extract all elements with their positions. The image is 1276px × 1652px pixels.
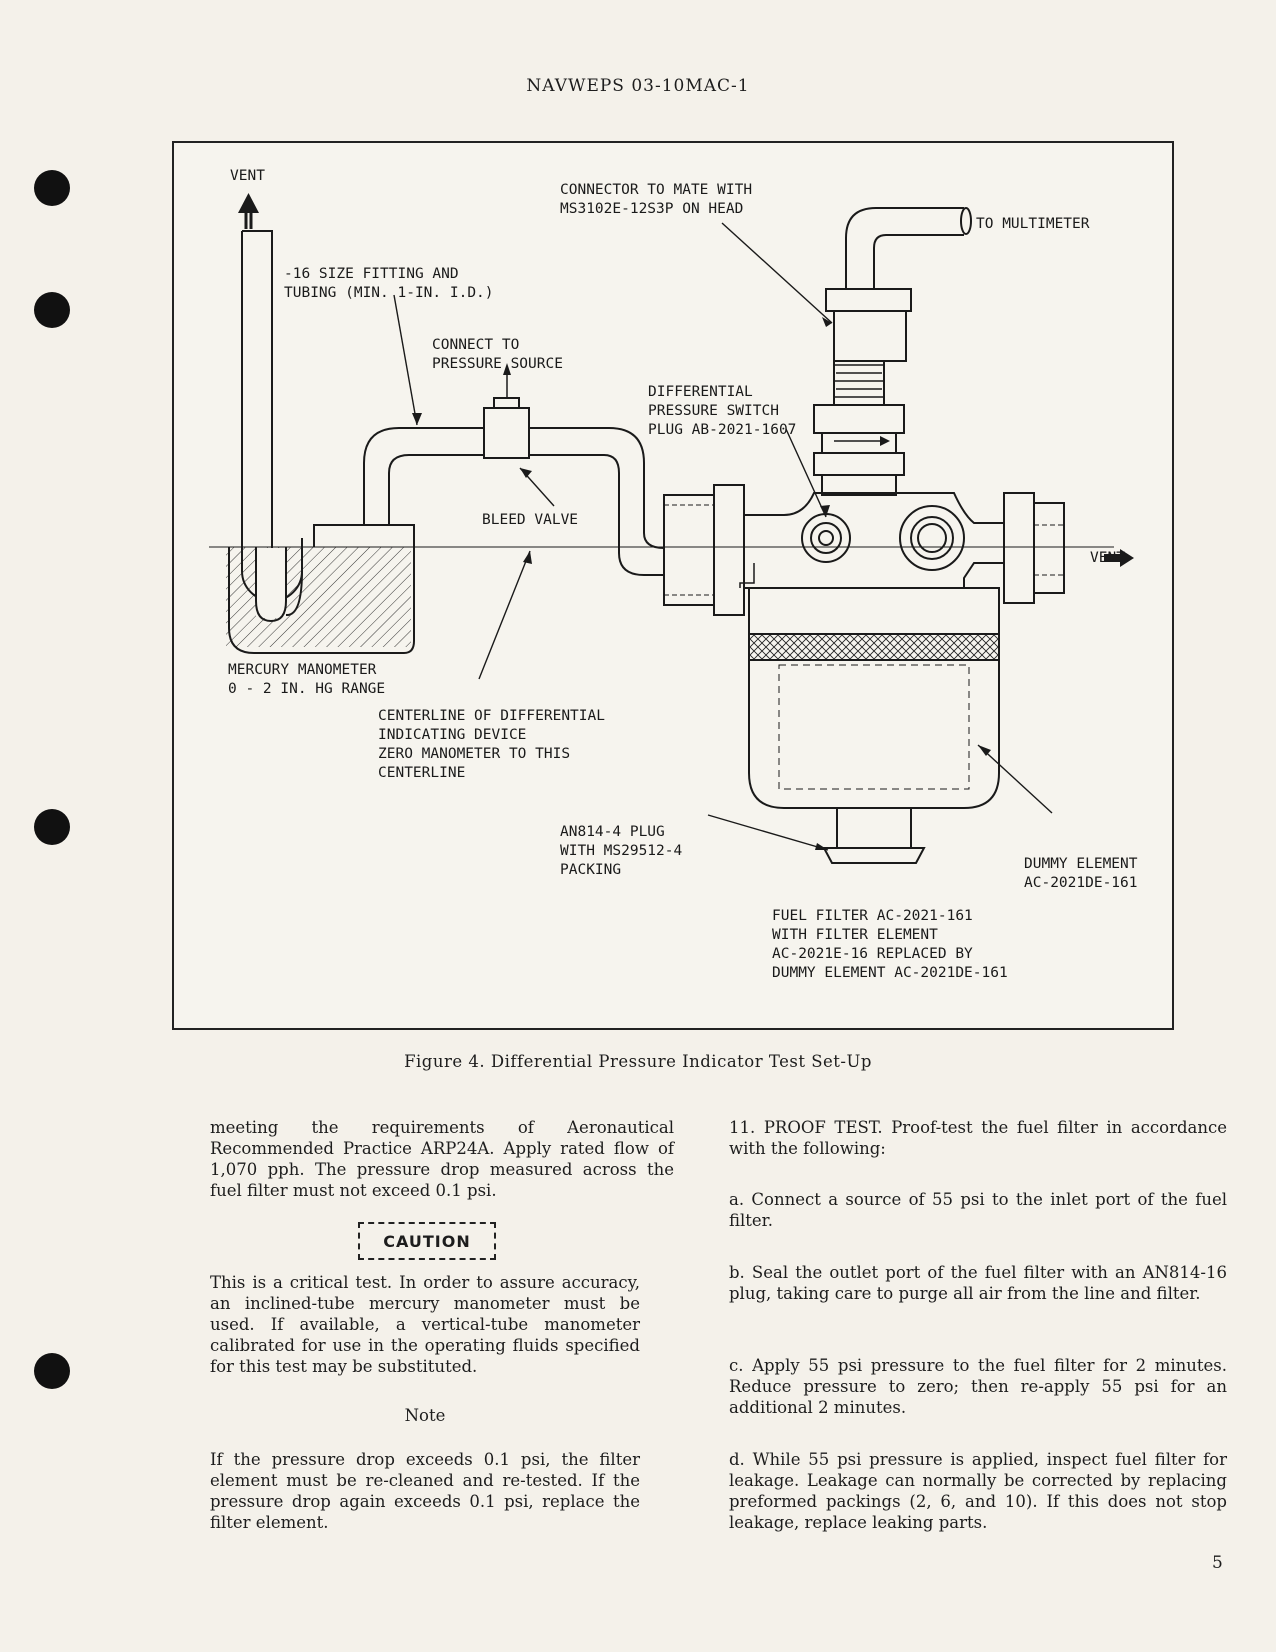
fitting-label: -16 SIZE FITTING AND TUBING (MIN. 1-IN. … <box>284 266 494 301</box>
note-text-block: If the pressure drop exceeds 0.1 psi, th… <box>210 1449 640 1533</box>
document-id: NAVWEPS 03-10MAC-1 <box>526 76 750 96</box>
figure-4-diagram: VENT -16 SIZE FITTING AND TUBING (MIN. 1… <box>172 141 1174 1030</box>
bleed-valve-label: BLEED VALVE <box>482 512 579 528</box>
binder-hole <box>34 292 70 328</box>
step-c: c. Apply 55 psi pressure to the fuel fil… <box>729 1355 1227 1418</box>
dummy-element-label: DUMMY ELEMENT AC-2021DE-161 <box>1024 856 1138 891</box>
note-text: If the pressure drop exceeds 0.1 psi, th… <box>210 1450 640 1532</box>
step-a: a. Connect a source of 55 psi to the inl… <box>729 1189 1227 1231</box>
figure-caption: Figure 4. Differential Pressure Indicato… <box>404 1052 872 1071</box>
proof-test-heading: 11. PROOF TEST. Proof-test the fuel filt… <box>729 1117 1227 1159</box>
multimeter-label: TO MULTIMETER <box>976 216 1090 232</box>
binder-hole <box>34 170 70 206</box>
step-c-text: c. Apply 55 psi pressure to the fuel fil… <box>729 1356 1227 1417</box>
manometer-label: MERCURY MANOMETER 0 - 2 IN. HG RANGE <box>228 662 386 697</box>
left-para-1-text: meeting the requirements of Aeronautical… <box>210 1118 674 1200</box>
step-d-text: d. While 55 psi pressure is applied, ins… <box>729 1450 1227 1532</box>
diff-switch-label: DIFFERENTIAL PRESSURE SWITCH PLUG AB-202… <box>648 384 797 438</box>
page-number: 5 <box>1212 1553 1223 1573</box>
caution-label: CAUTION <box>383 1231 471 1251</box>
binder-hole <box>34 809 70 845</box>
note-heading: Note <box>404 1406 446 1425</box>
centerline-label: CENTERLINE OF DIFFERENTIAL INDICATING DE… <box>378 708 605 781</box>
caution-text: This is a critical test. In order to ass… <box>210 1273 640 1376</box>
step-b: b. Seal the outlet port of the fuel filt… <box>729 1262 1227 1304</box>
step-d: d. While 55 psi pressure is applied, ins… <box>729 1449 1227 1533</box>
left-para-1: meeting the requirements of Aeronautical… <box>210 1117 674 1201</box>
connect-label: CONNECT TO PRESSURE SOURCE <box>432 337 563 372</box>
step-a-text: a. Connect a source of 55 psi to the inl… <box>729 1190 1227 1230</box>
caution-badge: CAUTION <box>358 1222 496 1260</box>
proof-test-text: 11. PROOF TEST. Proof-test the fuel filt… <box>729 1118 1227 1158</box>
fuel-filter-label: FUEL FILTER AC-2021-161 WITH FILTER ELEM… <box>772 908 1008 981</box>
plug-label: AN814-4 PLUG WITH MS29512-4 PACKING <box>560 824 683 878</box>
binder-hole <box>34 1353 70 1389</box>
connector-label: CONNECTOR TO MATE WITH MS3102E-12S3P ON … <box>560 182 753 217</box>
step-b-text: b. Seal the outlet port of the fuel filt… <box>729 1263 1227 1303</box>
vent-right-label: VENT <box>1090 550 1125 566</box>
test-setup-drawing <box>209 193 1134 864</box>
caution-text-block: This is a critical test. In order to ass… <box>210 1272 640 1377</box>
vent-left-label: VENT <box>230 168 265 184</box>
